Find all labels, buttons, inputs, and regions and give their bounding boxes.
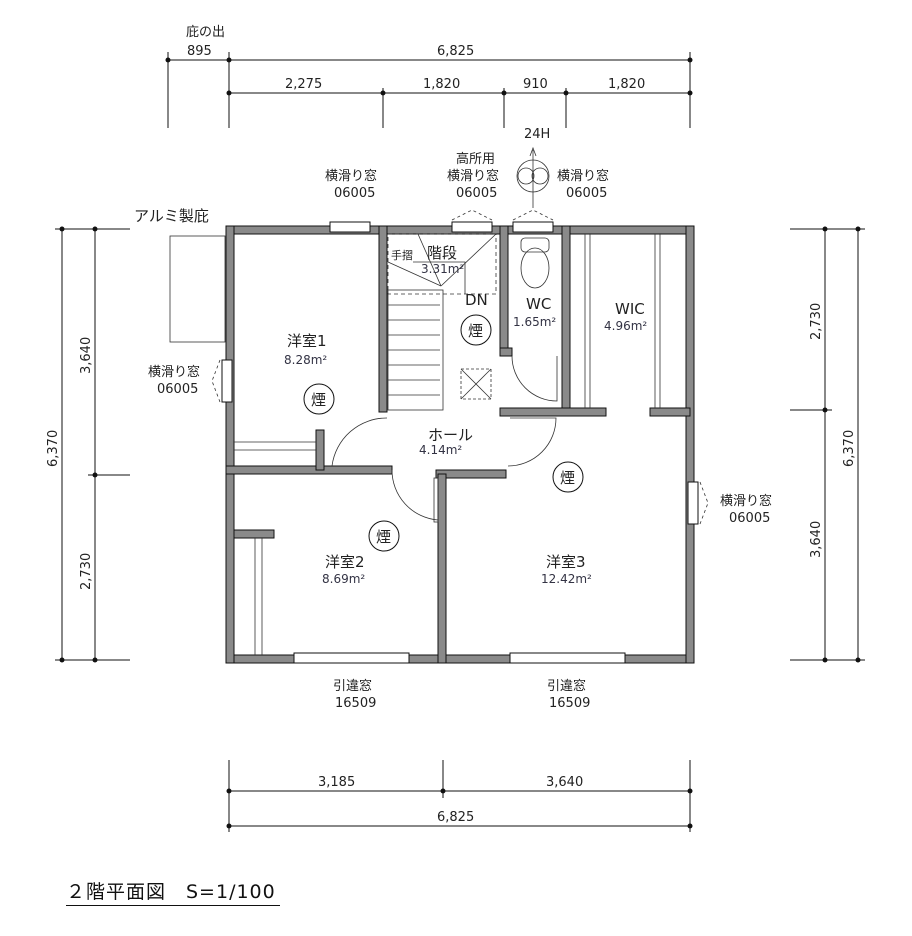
- eaves-label: 庇の出: [186, 25, 225, 40]
- window-right-code: 06005: [729, 511, 770, 526]
- window-left-code: 06005: [157, 382, 198, 397]
- canopy-label: アルミ製庇: [134, 207, 209, 225]
- room1-name: 洋室1: [287, 332, 327, 350]
- stairs-area: 3.31m²: [421, 262, 464, 276]
- window-frames: [221, 221, 699, 664]
- wic-name: WIC: [615, 300, 645, 318]
- dim-bottom-1: 3,185: [318, 775, 355, 790]
- smoke-detectors: 煙 煙 煙 煙: [303, 314, 584, 552]
- dim-left-total: 6,370: [46, 430, 61, 467]
- window-top3-type: 横滑り窓: [557, 168, 609, 184]
- room2-area: 8.69m²: [322, 572, 365, 586]
- hall-name: ホール: [428, 426, 473, 444]
- fan-24h-label: 24H: [524, 127, 550, 142]
- room3-area: 12.42m²: [541, 572, 592, 586]
- attic-hatch-icon: [460, 368, 492, 400]
- window-top1-type: 横滑り窓: [325, 168, 377, 184]
- room3-name: 洋室3: [546, 553, 586, 571]
- toilet-icon: [520, 237, 550, 289]
- eaves-dim: 895: [187, 44, 212, 59]
- hall-area: 4.14m²: [419, 443, 462, 457]
- dim-right-2: 3,640: [809, 521, 824, 558]
- dim-top-2: 1,820: [423, 77, 460, 92]
- wc-name: WC: [526, 295, 551, 313]
- aluminum-canopy: [169, 235, 226, 343]
- dim-top-3: 910: [523, 77, 548, 92]
- window-right-type: 横滑り窓: [720, 493, 772, 509]
- dim-left-1: 3,640: [79, 337, 94, 374]
- smoke-detector-icon: 煙: [560, 469, 575, 487]
- wic-area: 4.96m²: [604, 319, 647, 333]
- window-left-type: 横滑り窓: [148, 364, 200, 380]
- window-top2-code: 06005: [456, 186, 497, 201]
- dim-top-total: 6,825: [437, 44, 474, 59]
- window-bottom1-code: 16509: [335, 696, 376, 711]
- window-top2-note: 高所用: [456, 151, 495, 167]
- smoke-detector-icon: 煙: [468, 322, 483, 340]
- window-top3-code: 06005: [566, 186, 607, 201]
- smoke-detector-icon: 煙: [376, 528, 391, 546]
- room2-name: 洋室2: [325, 553, 365, 571]
- dim-bottom-total: 6,825: [437, 810, 474, 825]
- dim-right-1: 2,730: [809, 303, 824, 340]
- window-top2-type: 横滑り窓: [447, 168, 499, 184]
- stairs-dn: DN: [465, 291, 488, 309]
- smoke-detector-icon: 煙: [311, 391, 326, 409]
- ventilation-fan-icon: [516, 146, 550, 208]
- dim-top-4: 1,820: [608, 77, 645, 92]
- dim-left-2: 2,730: [79, 553, 94, 590]
- room1-area: 8.28m²: [284, 353, 327, 367]
- staircase: [387, 233, 497, 411]
- window-top1-code: 06005: [334, 186, 375, 201]
- dim-right-total: 6,370: [842, 430, 857, 467]
- door-swings: [331, 355, 558, 523]
- dim-bottom-2: 3,640: [546, 775, 583, 790]
- dim-top-1: 2,275: [285, 77, 322, 92]
- window-swing-marks: [211, 209, 709, 525]
- dimension-dots: [59, 57, 861, 829]
- window-bottom1-type: 引違窓: [333, 678, 372, 694]
- drawing-title: ２階平面図 S=1/100: [66, 877, 280, 906]
- wic-shelves: [234, 234, 661, 655]
- wc-area: 1.65m²: [513, 315, 556, 329]
- window-bottom2-type: 引違窓: [547, 678, 586, 694]
- stairs-name: 階段: [427, 244, 457, 262]
- handrail-label: 手摺: [391, 248, 413, 262]
- window-bottom2-code: 16509: [549, 696, 590, 711]
